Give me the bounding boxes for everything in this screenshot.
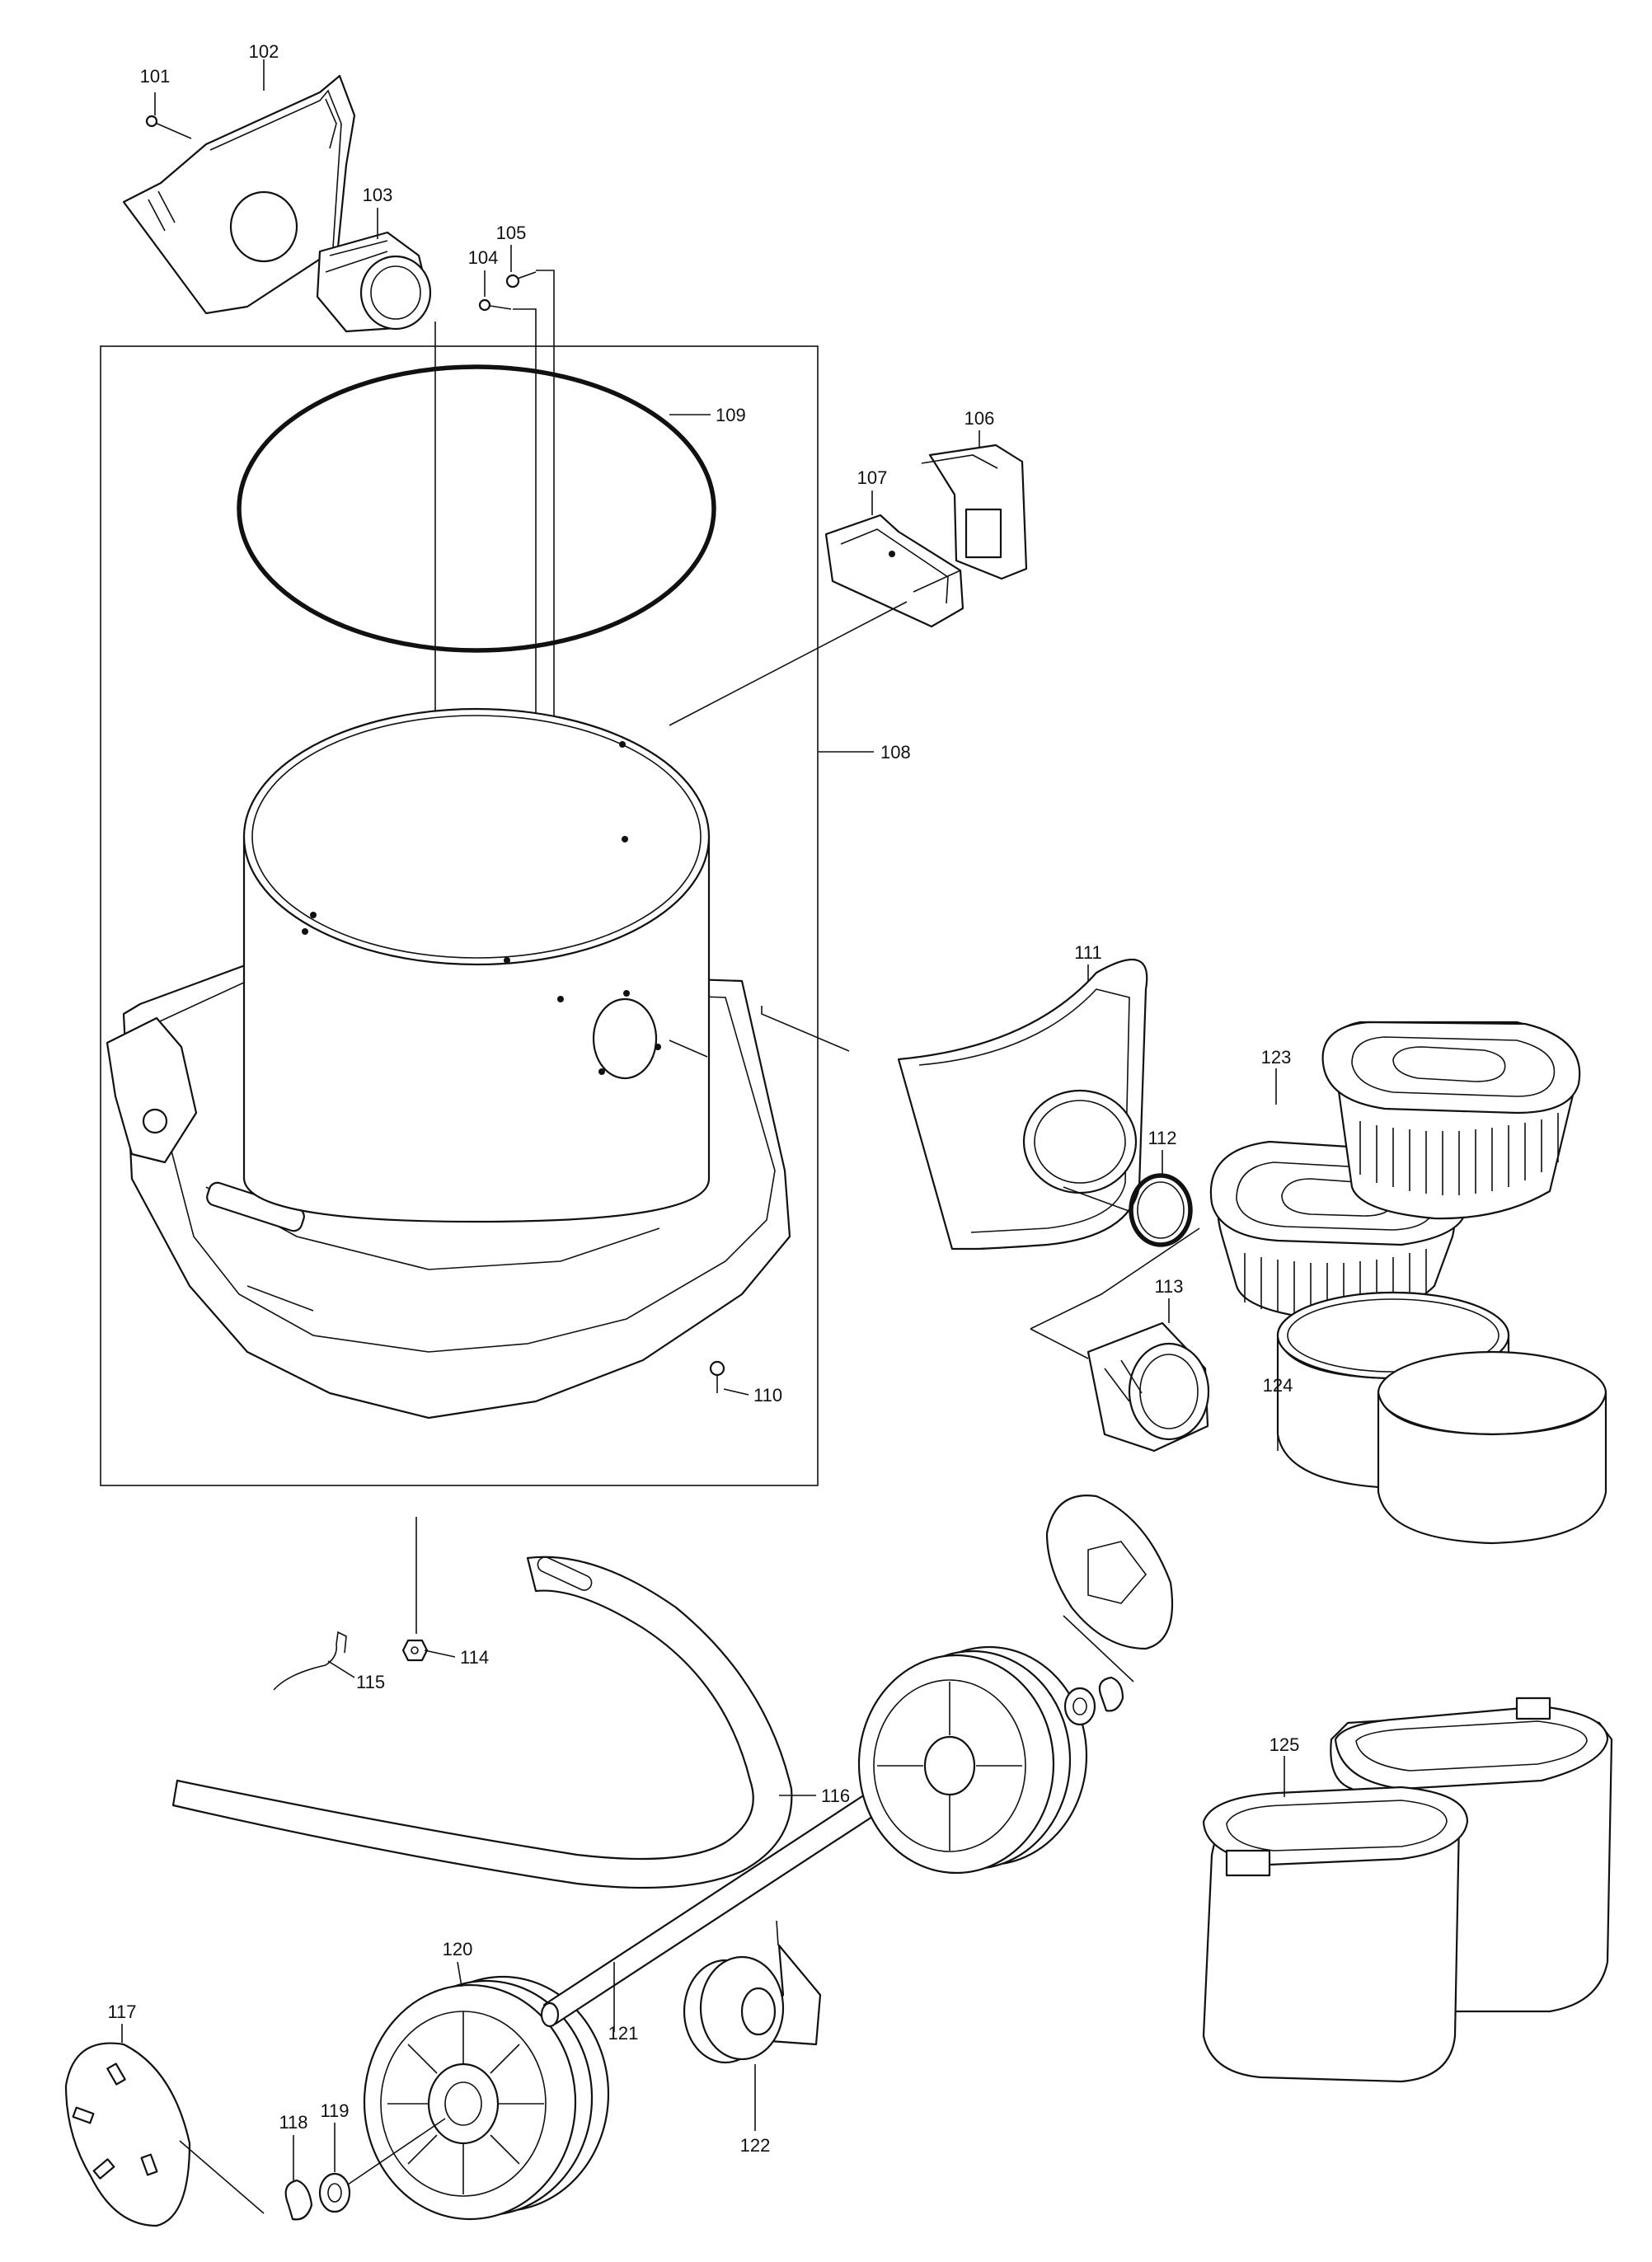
callout-104: 104 (468, 247, 499, 268)
part-110-screw (709, 1360, 725, 1393)
callout-124: 124 (1263, 1375, 1293, 1396)
part-111-front-cover (897, 959, 1148, 1251)
part-wheel-upper (857, 1645, 1088, 1875)
callout-112: 112 (1147, 1128, 1176, 1148)
callout-114: 114 (460, 1647, 489, 1668)
part-124-filter-bag-b (1377, 1350, 1607, 1545)
callout-105: 105 (496, 223, 527, 243)
part-120-wheel (363, 1975, 610, 2221)
part-112-o-ring (1129, 1173, 1193, 1247)
part-101-screw (145, 115, 192, 139)
part-114-nut (401, 1639, 429, 1662)
part-113-connector (1086, 1321, 1210, 1452)
callout-113: 113 (1154, 1276, 1183, 1297)
callout-115: 115 (356, 1672, 385, 1692)
callout-109: 109 (716, 405, 746, 425)
part-123-filter-b (1321, 1021, 1581, 1220)
callout-108: 108 (880, 742, 911, 763)
leader-lines (121, 59, 1285, 2180)
part-109-gasket-ring (237, 364, 716, 653)
part-107-latch-holder (824, 514, 964, 628)
callout-101: 101 (140, 66, 171, 87)
part-116-bumper (171, 1556, 793, 1889)
part-125-basket-b (1202, 1786, 1469, 2083)
callout-117: 117 (107, 2002, 136, 2022)
part-hub-cap-upper (1045, 1495, 1174, 1650)
callout-120: 120 (443, 1939, 473, 1959)
part-104-screw (478, 298, 512, 312)
callout-106: 106 (964, 408, 995, 429)
part-115-wire-clip (273, 1631, 347, 1691)
part-102-bracket (122, 74, 356, 315)
assembly-frame-108 (100, 345, 819, 1486)
callout-110: 110 (753, 1385, 782, 1406)
part-103-hose-elbow (316, 231, 432, 333)
part-118-retaining-ring (284, 2179, 313, 2221)
callout-123: 123 (1261, 1047, 1292, 1068)
callout-119: 119 (320, 2100, 349, 2121)
part-122-caster (683, 1920, 822, 2064)
callout-111: 111 (1074, 942, 1101, 963)
part-106-latch (921, 443, 1028, 580)
part-119-washer (318, 2172, 351, 2213)
callout-102: 102 (249, 41, 279, 62)
part-117-hub-cap (64, 2042, 191, 2227)
callout-labels: 101 102 103 104 105 106 107 108 109 110 … (107, 41, 1299, 2156)
callout-121: 121 (608, 2023, 639, 2044)
callout-125: 125 (1270, 1734, 1300, 1755)
part-washer-upper (1063, 1687, 1096, 1726)
callout-107: 107 (857, 467, 888, 488)
part-108-tank (106, 707, 791, 1420)
callout-118: 118 (279, 2112, 307, 2133)
part-105-screw (505, 271, 537, 289)
callout-103: 103 (363, 185, 393, 205)
part-retaining-ring-upper (1098, 1676, 1124, 1712)
callout-116: 116 (821, 1786, 850, 1806)
callout-122: 122 (740, 2135, 771, 2156)
